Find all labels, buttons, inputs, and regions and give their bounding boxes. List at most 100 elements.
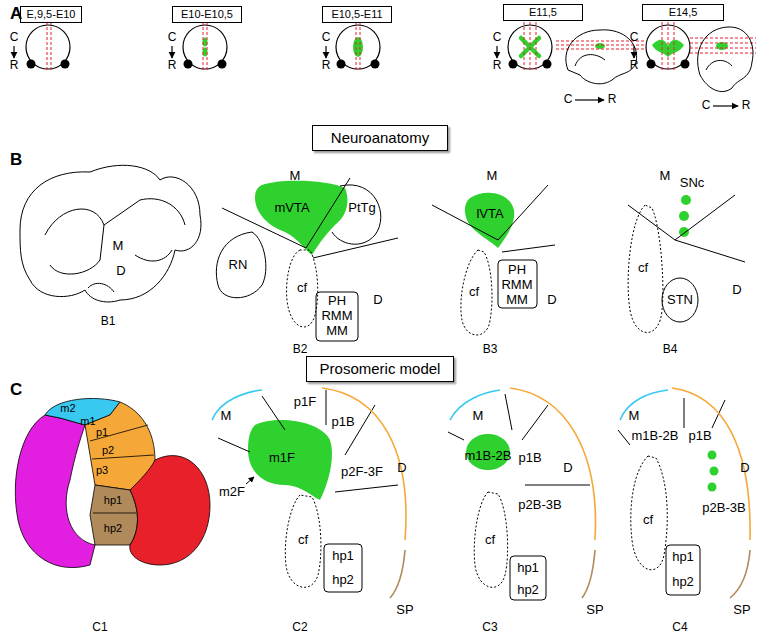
box-text: E,9,5-E10: [27, 8, 76, 20]
eye: [681, 60, 690, 69]
domain-arc: [212, 390, 262, 420]
region-label: RMM: [501, 278, 532, 292]
eye: [543, 60, 552, 69]
eye: [27, 60, 690, 69]
axis-label: R: [608, 93, 617, 106]
region-label: SP: [586, 603, 603, 617]
region-outline: [510, 556, 546, 600]
region-outline: [666, 545, 700, 595]
prosomere-label: m1: [80, 415, 95, 427]
axis-label: R: [742, 99, 751, 112]
box-text: E10-E10,5: [181, 8, 233, 20]
region-outline: [662, 278, 698, 322]
region-label: p1B: [331, 415, 354, 429]
region-label: m1F: [269, 451, 295, 465]
sagittal-brain: [698, 27, 753, 92]
subpanel-label: C1: [92, 621, 107, 634]
region-label: PtTg: [348, 201, 375, 215]
section-plane: [356, 22, 360, 72]
axis-label: C: [10, 31, 19, 44]
region-outline: [432, 185, 548, 240]
sagittal-brain: [20, 165, 201, 302]
section-header-box: Prosomeric model: [306, 356, 454, 382]
green-expression: [248, 420, 332, 500]
eye: [184, 60, 193, 69]
panel-letter: C: [10, 381, 22, 400]
region-label: cf: [485, 533, 495, 547]
region-outline: [448, 394, 590, 485]
domain-arc: [322, 388, 406, 540]
green-expression: [710, 467, 719, 476]
region-outline: [218, 390, 725, 600]
region-label: D: [740, 461, 749, 475]
domain-arc: [730, 550, 750, 598]
region-outline: [502, 245, 555, 252]
region-outline: [618, 398, 725, 445]
box-text: E10,5-E11: [331, 8, 382, 20]
region-label: D: [373, 293, 382, 307]
eye: [61, 60, 70, 69]
region-outline: [222, 178, 350, 248]
eye: [647, 60, 656, 69]
region-label: M: [487, 169, 498, 183]
prosomere-map: [15, 415, 95, 568]
cerebral-flexure: [631, 456, 667, 570]
region-label: hp1: [517, 561, 539, 575]
axis-label: C: [702, 99, 711, 112]
prosomere-map: [15, 398, 210, 567]
subpanel-label: B1: [101, 315, 116, 328]
region-label: PH: [508, 263, 526, 277]
region-label: D: [547, 293, 556, 307]
prosomere-label: p2: [102, 444, 114, 456]
axis-arrow: [575, 99, 604, 100]
axis-label: R: [322, 59, 331, 72]
cerebral-flexure: [628, 205, 663, 333]
sagittal-brain: [135, 250, 172, 261]
prosomere-map: [130, 456, 210, 565]
subpanel-label: B3: [483, 343, 498, 356]
sagittal-brain: [566, 27, 753, 92]
eye: [371, 60, 380, 69]
subpanel-label: C3: [482, 621, 497, 634]
axis-label: R: [630, 59, 639, 72]
axis-arrow: [325, 46, 326, 58]
box-text: Prosomeric model: [320, 360, 441, 377]
sagittal-brain: [706, 60, 732, 70]
green-expression: [255, 181, 348, 255]
axis-label: R: [493, 59, 502, 72]
region-label: SP: [733, 603, 750, 617]
region-label: M: [629, 409, 640, 423]
cerebral-flexure: [474, 492, 507, 587]
region-label: mVTA: [274, 201, 309, 215]
prosomere-label: hp1: [104, 494, 122, 506]
prosomere-map: [90, 485, 138, 545]
region-outline: [316, 292, 358, 341]
axis-arrow: [171, 46, 172, 58]
region-outline: [332, 185, 381, 244]
subpanel-label: C2: [292, 621, 307, 634]
domain-arc: [390, 550, 405, 598]
region-label: M: [473, 409, 484, 423]
green-expression: [595, 43, 605, 49]
region-label: D: [116, 264, 125, 278]
region-label: hp2: [332, 573, 354, 587]
stage-box: E14,5: [642, 4, 724, 21]
region-label: D: [732, 283, 741, 297]
green-expression: [708, 483, 717, 492]
domain-arc: [510, 388, 595, 540]
cerebral-flexure: [287, 250, 318, 327]
region-outline: [675, 240, 745, 262]
cerebral-flexure: [285, 205, 667, 587]
subpanel-label: B2: [293, 343, 308, 356]
region-label: p2B-3B: [702, 501, 745, 515]
sagittal-brain: [45, 209, 104, 274]
prosomere-label: m2: [60, 402, 75, 414]
region-label: lVTA: [476, 207, 503, 221]
section-plane: [203, 22, 207, 72]
axis-label: R: [10, 59, 19, 72]
cerebral-flexure: [285, 495, 321, 587]
axis-arrow: [13, 46, 14, 58]
stage-box: E10-E10,5: [172, 6, 242, 23]
sagittal-brain: [88, 283, 114, 292]
region-label: cf: [298, 533, 308, 547]
